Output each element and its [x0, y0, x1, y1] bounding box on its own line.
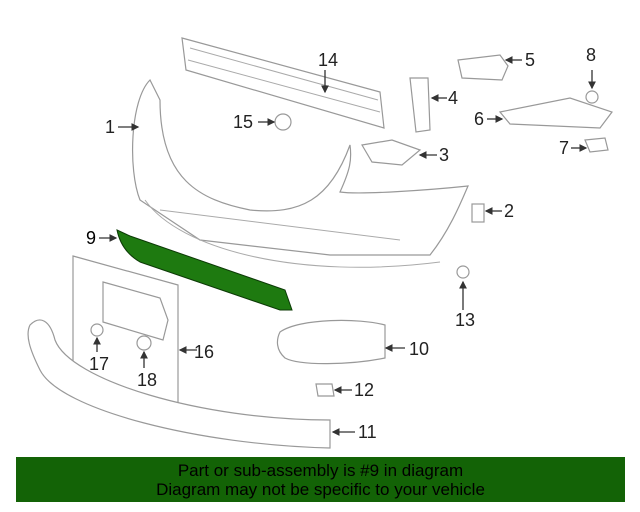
part-18-rivet: [136, 335, 152, 351]
callout-2[interactable]: 2: [504, 201, 515, 221]
part-2-clip: [471, 203, 485, 223]
part-5-bracket: [457, 54, 509, 81]
leader-arrows: [93, 56, 596, 436]
callout-1[interactable]: 1: [105, 117, 116, 137]
callout-14[interactable]: 14: [318, 50, 339, 70]
callout-17[interactable]: 17: [89, 354, 110, 374]
part-10-fog-bezel: [276, 319, 386, 365]
callout-13[interactable]: 13: [455, 310, 476, 330]
callout-16[interactable]: 16: [194, 342, 215, 362]
part-11-lower-valance: [27, 319, 331, 449]
callout-18[interactable]: 18: [137, 370, 158, 390]
part-3-bracket: [361, 139, 422, 166]
part-17-stud: [90, 323, 104, 337]
callout-10[interactable]: 10: [409, 339, 430, 359]
callout-3[interactable]: 3: [439, 145, 450, 165]
part-7-clip: [584, 137, 609, 153]
part-8-bolt: [585, 90, 599, 104]
callout-7[interactable]: 7: [559, 138, 570, 158]
callout-4[interactable]: 4: [448, 88, 459, 108]
callout-15[interactable]: 15: [233, 112, 254, 132]
part-14-impact-bar: [181, 37, 385, 129]
part-9-highlighted: [116, 229, 293, 311]
callout-9[interactable]: 9: [86, 228, 97, 248]
part-13-bolt: [456, 265, 470, 279]
part-6-bracket: [498, 97, 613, 129]
part-4-bracket: [409, 77, 431, 133]
callout-6[interactable]: 6: [474, 109, 485, 129]
info-banner: Part or sub-assembly is #9 in diagram Di…: [16, 457, 625, 502]
callout-5[interactable]: 5: [525, 50, 536, 70]
banner-disclaimer-text: Diagram may not be specific to your vehi…: [156, 480, 485, 499]
callout-8[interactable]: 8: [586, 45, 597, 65]
callout-11[interactable]: 11: [358, 422, 377, 442]
part-15-push-pin: [274, 113, 292, 131]
banner-part-text: Part or sub-assembly is #9 in diagram: [177, 461, 464, 480]
callout-12[interactable]: 12: [354, 380, 375, 400]
part-12-clip: [315, 383, 335, 397]
part-1-bumper-fascia: [131, 78, 469, 256]
